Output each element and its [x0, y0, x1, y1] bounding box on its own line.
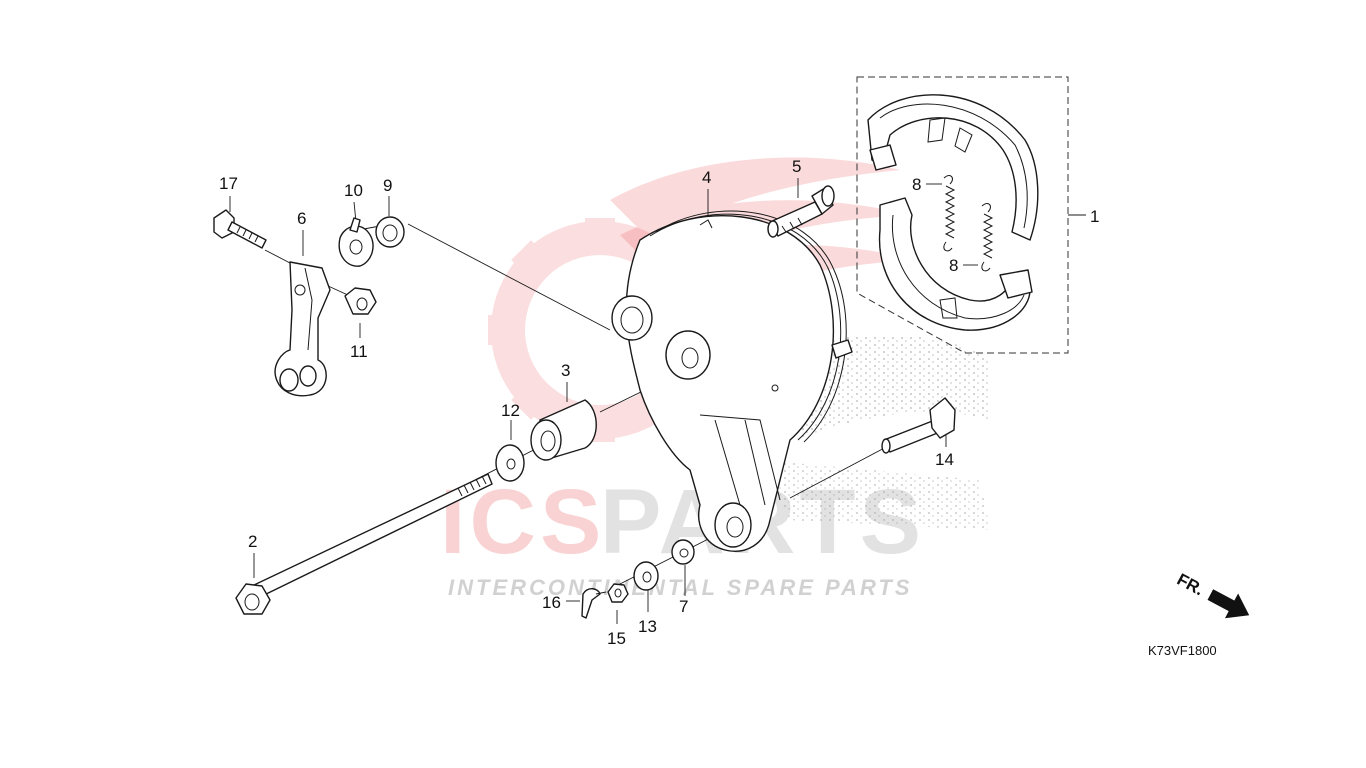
- brake-shoe-kit[interactable]: [856, 76, 1069, 354]
- direction-arrow-icon: [1207, 589, 1250, 619]
- callout-11: 11: [350, 342, 368, 361]
- kit-boundary: [856, 76, 1069, 354]
- callout-labels: 1 2 3 4 5 6 7 8 8 9 10 11 12 13 14 15 16…: [219, 157, 1099, 648]
- callout-3: 3: [561, 361, 570, 380]
- brake-cam[interactable]: [767, 185, 835, 238]
- callout-16: 16: [542, 593, 561, 612]
- return-spring[interactable]: [981, 203, 994, 272]
- rear-axle[interactable]: [235, 473, 493, 615]
- direction-label: FR.: [1174, 570, 1207, 600]
- callout-12: 12: [501, 401, 520, 420]
- castle-nut[interactable]: [607, 583, 629, 603]
- plain-washer[interactable]: [671, 539, 695, 565]
- callout-2: 2: [248, 532, 257, 551]
- callout-14: 14: [935, 450, 954, 469]
- brake-shoe-upper[interactable]: [867, 94, 1039, 241]
- cotter-pin[interactable]: [581, 588, 607, 619]
- brake-panel[interactable]: [611, 210, 853, 552]
- callout-13: 13: [638, 617, 657, 636]
- return-spring[interactable]: [943, 175, 956, 252]
- watermark-speckle: [760, 460, 990, 530]
- callout-10: 10: [344, 181, 363, 200]
- callout-4: 4: [702, 168, 711, 187]
- callout-5: 5: [792, 157, 801, 176]
- axle-washer[interactable]: [495, 444, 525, 482]
- callout-9: 9: [383, 176, 392, 195]
- axle-collar[interactable]: [530, 399, 597, 461]
- stopper-bolt[interactable]: [881, 397, 956, 454]
- callout-17: 17: [219, 174, 238, 193]
- callout-6: 6: [297, 209, 306, 228]
- wear-indicator-plate[interactable]: [338, 217, 374, 267]
- brake-panel-body[interactable]: [625, 215, 835, 552]
- callout-7: 7: [679, 597, 688, 616]
- arm-nut[interactable]: [344, 287, 377, 315]
- brake-arm[interactable]: [274, 261, 331, 397]
- arm-bolt[interactable]: [213, 209, 267, 249]
- callout-8: 8: [949, 256, 958, 275]
- callout-15: 15: [607, 629, 626, 648]
- felt-seal[interactable]: [375, 216, 405, 248]
- callout-1: 1: [1090, 207, 1099, 226]
- spring-washer[interactable]: [633, 561, 659, 591]
- drawing-code: K73VF1800: [1148, 643, 1217, 658]
- watermark-tagline: INTERCONTINENTAL SPARE PARTS: [448, 575, 913, 600]
- front-direction-indicator: FR.: [1174, 570, 1250, 619]
- callout-8: 8: [912, 175, 921, 194]
